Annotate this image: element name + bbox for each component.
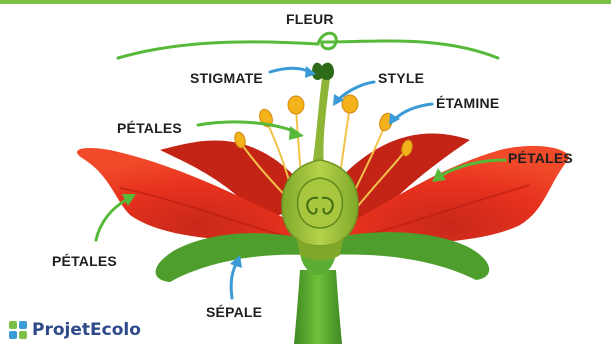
fleur-bracket bbox=[118, 33, 498, 58]
arrow-etamine bbox=[394, 104, 432, 120]
arrow-petales-left-bottom bbox=[96, 200, 126, 240]
stem bbox=[294, 270, 342, 344]
label-etamine: ÉTAMINE bbox=[436, 95, 499, 111]
label-petales-right: PÉTALES bbox=[508, 150, 573, 166]
arrow-petales-left-top bbox=[198, 122, 296, 132]
pistil-style bbox=[312, 78, 330, 168]
label-petales-left-top: PÉTALES bbox=[117, 120, 182, 136]
brand-name: ProjetEcolo bbox=[32, 320, 141, 340]
leaf-icon bbox=[8, 320, 28, 340]
stigma bbox=[312, 63, 334, 80]
arrow-stigmate bbox=[270, 68, 310, 72]
arrow-sepale bbox=[231, 264, 236, 298]
label-petales-left-bottom: PÉTALES bbox=[52, 253, 117, 269]
ovary-inner bbox=[298, 178, 343, 228]
label-stigmate: STIGMATE bbox=[190, 70, 263, 86]
brand-logo: ProjetEcolo bbox=[8, 319, 141, 341]
label-fleur: FLEUR bbox=[286, 11, 334, 27]
label-style: STYLE bbox=[378, 70, 424, 86]
label-sepale: SÉPALE bbox=[206, 304, 262, 320]
